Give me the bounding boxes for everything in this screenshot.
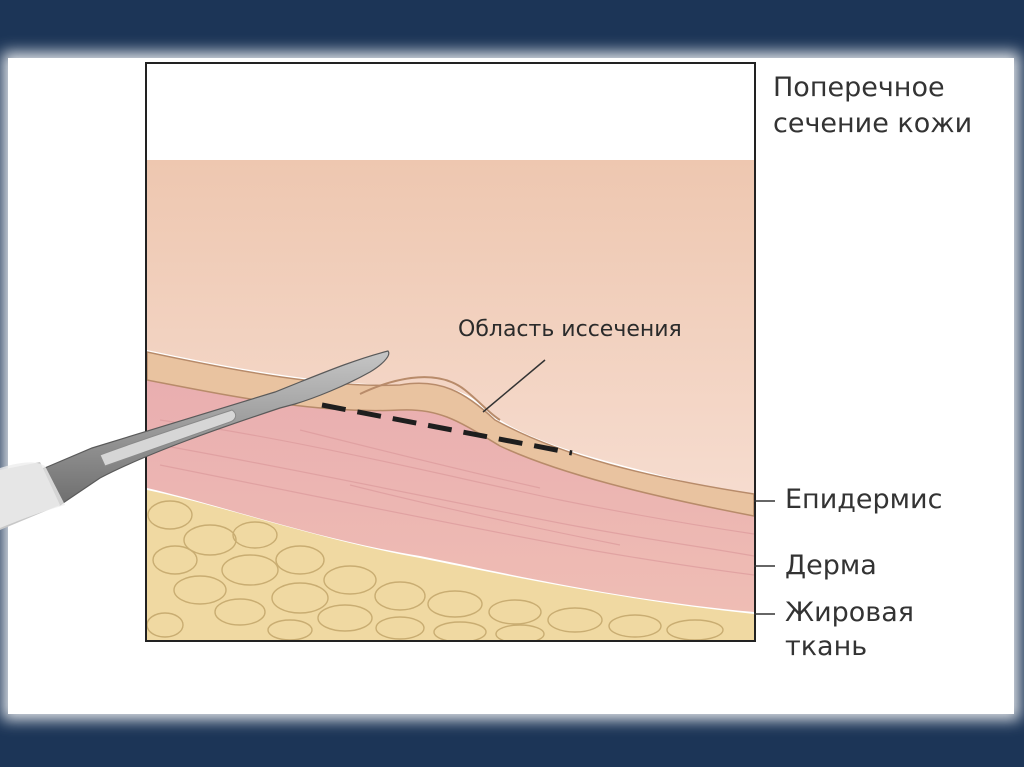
fat-tissue-label: Жировая ткань	[785, 596, 914, 664]
dermis-label: Дерма	[785, 549, 877, 583]
title-line-1: Поперечное	[773, 70, 972, 106]
title-line-2: сечение кожи	[773, 106, 972, 142]
diagram-title: Поперечное сечение кожи	[773, 70, 972, 142]
excision-area-label: Область иссечения	[458, 313, 682, 347]
epidermis-label: Епидермис	[785, 483, 942, 517]
fat-label-line-2: ткань	[785, 630, 914, 664]
fat-label-line-1: Жировая	[785, 596, 914, 630]
